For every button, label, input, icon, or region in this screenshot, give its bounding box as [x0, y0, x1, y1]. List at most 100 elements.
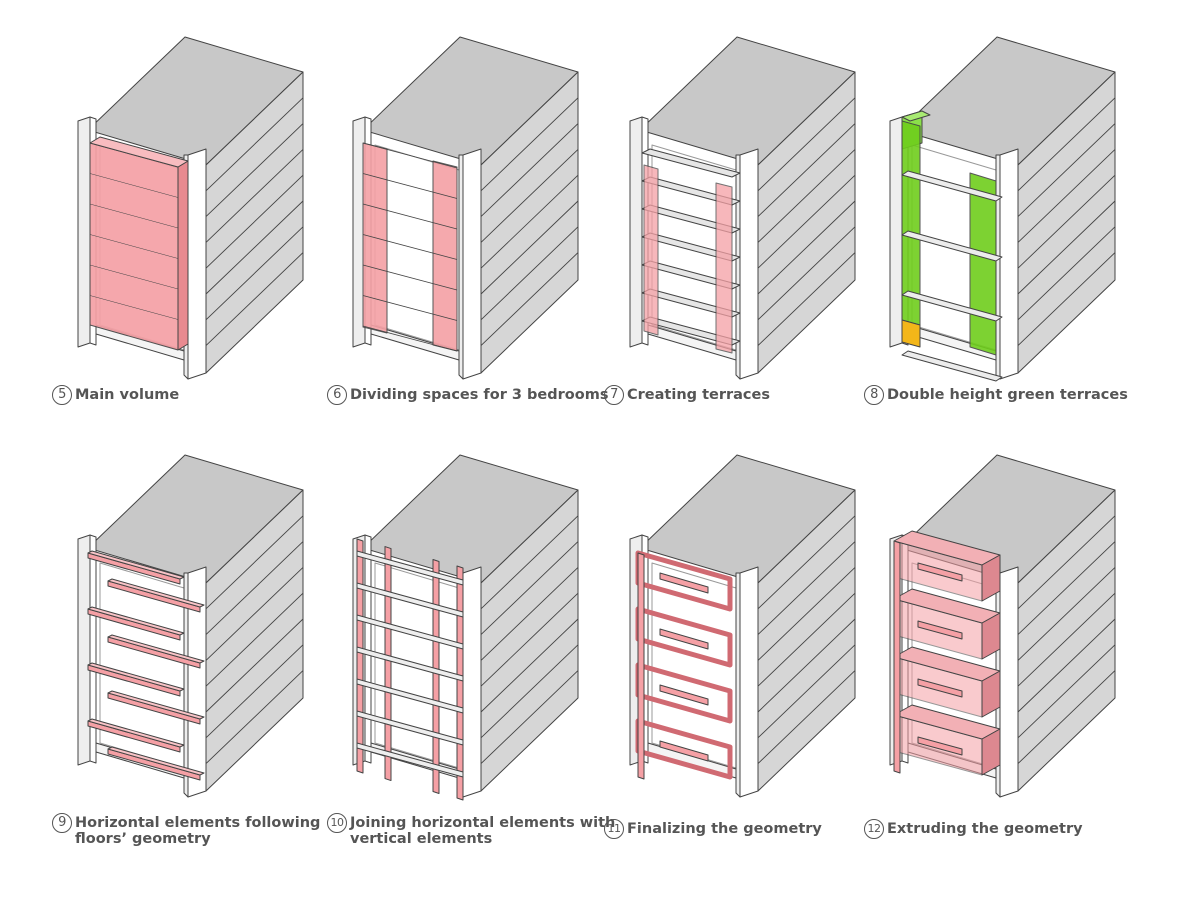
right-wall-edge — [735, 572, 741, 798]
step-5-number: 5 — [52, 385, 72, 405]
floor-line — [480, 670, 579, 764]
inner-bracket — [659, 740, 709, 762]
extruded-frame-side — [981, 670, 1001, 718]
floor-line — [757, 200, 856, 295]
terrace-divider-right — [715, 182, 733, 354]
step-5-building — [77, 36, 304, 380]
floor-line — [480, 515, 579, 610]
step-6-caption: 6 Dividing spaces for 3 bedrooms — [327, 385, 609, 405]
floor-line — [757, 97, 856, 192]
extruded-geometry — [893, 530, 1001, 776]
extruded-frame-side — [981, 554, 1001, 602]
floor-line — [757, 670, 856, 764]
volume-floor-line — [89, 295, 179, 320]
horizontal-element-top — [87, 718, 185, 748]
green-terrace-slab — [901, 290, 1003, 322]
inner-ledge — [917, 620, 963, 640]
vertical-elements — [356, 538, 464, 801]
right-wall-edge — [995, 154, 1001, 380]
step-7-number: 7 — [604, 385, 624, 405]
step-6-building — [352, 36, 579, 380]
floor-line — [757, 618, 856, 713]
floor-line — [757, 123, 856, 217]
floor-line — [1017, 97, 1116, 192]
floor-slab-line — [362, 264, 458, 291]
stair-core — [901, 319, 921, 348]
horizontal-element-top — [107, 746, 205, 776]
terrace-slab — [641, 148, 741, 178]
floor-line — [480, 541, 579, 635]
step-7-caption: 7 Creating terraces — [604, 385, 770, 405]
horizontal-frame — [356, 710, 464, 746]
floor-slab-line — [362, 203, 458, 230]
floor-line — [1017, 174, 1116, 269]
green-top-cap — [901, 110, 931, 122]
vertical-element — [356, 538, 364, 774]
floor-line — [480, 174, 579, 269]
right-wall-front — [462, 566, 482, 798]
building-massing — [352, 36, 579, 380]
floor-line — [1017, 644, 1116, 739]
terraces — [641, 148, 741, 354]
inner-ledge — [917, 562, 963, 582]
floor-line — [1017, 618, 1116, 713]
step-9-number: 9 — [52, 813, 72, 833]
floor-line — [1017, 200, 1116, 295]
volume-floor-line — [89, 173, 179, 198]
left-wall-edge — [77, 534, 91, 766]
building-massing — [629, 36, 856, 380]
right-wall-front — [187, 148, 207, 380]
floor-line — [480, 123, 579, 217]
floor-slab-line — [362, 325, 458, 352]
left-wall-edge — [629, 116, 643, 348]
floor-line — [205, 123, 304, 217]
step-5-caption: 5 Main volume — [52, 385, 179, 405]
right-wall-front — [739, 566, 759, 798]
step-9-label: Horizontal elements following floors’ ge… — [75, 815, 321, 847]
floor-slab-line — [362, 295, 458, 321]
step-12-caption: 12 Extruding the geometry — [864, 819, 1083, 839]
step-11-caption: 11 Finalizing the geometry — [604, 819, 822, 839]
horizontal-element-top — [107, 634, 205, 664]
floor-line — [205, 252, 304, 346]
floor-line — [757, 226, 856, 321]
extruded-frame-side — [981, 728, 1001, 776]
bedroom-divisions — [362, 142, 458, 352]
horizontal-element-top — [107, 690, 205, 720]
floor-line — [480, 200, 579, 295]
horizontal-frame — [356, 550, 464, 586]
floor-line — [205, 515, 304, 610]
volume-floor-line — [89, 203, 179, 229]
step-11-label: Finalizing the geometry — [627, 821, 822, 837]
floor-line — [757, 592, 856, 687]
step-10-caption: 10 Joining horizontal elements with vert… — [327, 813, 615, 847]
floor-line — [1017, 226, 1116, 321]
step-8-panel: 8 Double height green terraces — [864, 25, 1162, 475]
green-terrace-slab — [901, 230, 1003, 262]
floor-line — [480, 644, 579, 739]
inner-bracket — [659, 684, 709, 706]
inner-ledge — [917, 736, 963, 756]
horizontal-frame — [356, 614, 464, 650]
floor-slab-line — [362, 142, 458, 169]
floor-slab-line — [362, 234, 458, 260]
floor-line — [757, 149, 856, 243]
floor-line — [480, 252, 579, 346]
floor-line — [1017, 592, 1116, 687]
step-9-caption: 9 Horizontal elements following floors’ … — [52, 813, 321, 847]
vertical-element — [432, 559, 440, 795]
step-12-label: Extruding the geometry — [887, 821, 1083, 837]
horizontal-frame — [356, 742, 464, 778]
green-terraces — [901, 110, 1003, 382]
floor-line — [205, 149, 304, 243]
horizontal-element-top — [107, 578, 205, 608]
floor-line — [1017, 149, 1116, 243]
step-9-panel: 9 Horizontal elements following floors’ … — [52, 443, 350, 893]
step-6-label: Dividing spaces for 3 bedrooms — [350, 387, 609, 403]
floor-line — [757, 541, 856, 635]
right-wall-front — [739, 148, 759, 380]
volume-floor-line — [89, 264, 179, 290]
main-volume-side — [177, 160, 189, 351]
left-wall-edge — [77, 116, 91, 348]
horizontal-element-top — [87, 662, 185, 692]
